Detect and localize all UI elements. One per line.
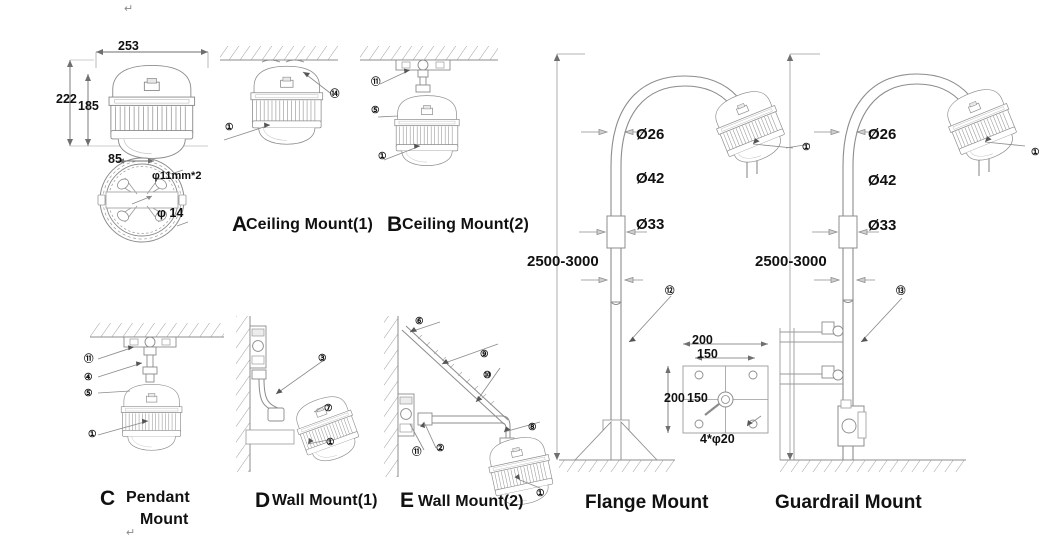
callout-7-panel-d: ⑦ <box>324 403 333 414</box>
callout-11-panel-c: ⑪ <box>84 354 94 365</box>
panel-e-letter: E <box>400 489 415 512</box>
panel-a-ceiling-mount-1 <box>218 44 368 174</box>
dim-plate-height-200: 200 <box>664 391 685 405</box>
panel-a-title: Ceiling Mount(1) <box>246 216 373 233</box>
panel-b-title: Ceiling Mount(2) <box>402 216 529 233</box>
callout-5-panel-c: ⑤ <box>84 388 93 399</box>
dim-width-253: 253 <box>118 39 139 53</box>
callout-11-panel-b: ⑪ <box>371 77 381 88</box>
dim-pole-height-guardrail: 2500-3000 <box>755 253 827 270</box>
panel-c-letter: C <box>100 487 116 510</box>
dim-height-185: 185 <box>78 99 99 113</box>
panel-d-letter: D <box>255 489 271 512</box>
dim-pole-dia-bottom-guardrail: Ø33 <box>868 217 897 234</box>
callout-1-guardrail-pole: ① <box>802 142 811 153</box>
dim-pole-dia-top-flange: Ø26 <box>636 126 665 143</box>
callout-1-panel-c: ① <box>88 429 97 440</box>
dim-plate-width-200: 200 <box>692 333 713 347</box>
callout-2-panel-e: ② <box>436 443 445 454</box>
callout-1-panel-b: ① <box>378 151 387 162</box>
callout-13-guardrail: ⑬ <box>896 286 906 297</box>
panel-e-wall-mount-2 <box>380 312 560 511</box>
panel-a-letter: A <box>232 213 248 236</box>
dim-plate-height-150: 150 <box>687 391 708 405</box>
callout-14-panel-a: ⑭ <box>330 89 340 100</box>
callout-1-panel-e: ① <box>536 488 545 499</box>
panel-guardrail-mount <box>779 48 1058 473</box>
callout-4-panel-c: ④ <box>84 372 93 383</box>
panel-b-letter: B <box>387 213 403 236</box>
panel-c-title: Pendant <box>126 489 190 506</box>
callout-1-panel-a: ① <box>225 122 234 133</box>
dim-pole-dia-top-guardrail: Ø26 <box>868 126 897 143</box>
callout-6-panel-e: ⑥ <box>415 316 424 327</box>
dim-hole-dia: φ 14 <box>157 206 184 220</box>
callout-11-panel-e: ⑪ <box>412 447 422 458</box>
panel-d-title: Wall Mount(1) <box>272 492 378 509</box>
callout-8-panel-e: ⑧ <box>528 422 537 433</box>
flange-plate-detail <box>655 330 805 455</box>
panel-guardrail-title: Guardrail Mount <box>775 492 922 513</box>
callout-1-guardrail: ① <box>1031 147 1040 158</box>
dim-bottom-85: 85 <box>108 152 122 166</box>
panel-e-title: Wall Mount(2) <box>418 493 524 510</box>
callout-10-panel-e: ⑩ <box>483 370 492 381</box>
panel-flange-mount <box>545 48 795 473</box>
artifact-mark-bottom: ↵ <box>126 527 136 539</box>
dim-pole-dia-mid-guardrail: Ø42 <box>868 172 897 189</box>
dim-height-222: 222 <box>56 92 77 106</box>
dim-plate-hole-note: 4*φ20 <box>700 432 735 446</box>
panel-c-pendant-mount <box>72 315 232 465</box>
dim-pole-dia-mid-flange: Ø42 <box>636 170 665 187</box>
dim-pole-height-flange: 2500-3000 <box>527 253 599 270</box>
artifact-mark-top: ↵ <box>124 3 134 15</box>
callout-12-flange: ⑫ <box>665 286 675 297</box>
callout-9-panel-e: ⑨ <box>480 349 489 360</box>
panel-flange-title: Flange Mount <box>585 492 709 513</box>
panel-d-wall-mount-1 <box>228 312 388 477</box>
callout-5-panel-b: ⑤ <box>371 105 380 116</box>
callout-1-panel-d: ① <box>326 437 335 448</box>
fixture-elevation-view <box>58 38 228 159</box>
panel-b-ceiling-mount-2 <box>358 44 518 184</box>
dim-hole-note: φ11mm*2 <box>152 170 202 182</box>
dim-plate-width-150: 150 <box>697 347 718 361</box>
fixture-bottom-view <box>85 148 215 253</box>
panel-c-title-line2: Mount <box>140 511 189 528</box>
dim-pole-dia-bottom-flange: Ø33 <box>636 216 665 233</box>
callout-3-panel-d: ③ <box>318 353 327 364</box>
